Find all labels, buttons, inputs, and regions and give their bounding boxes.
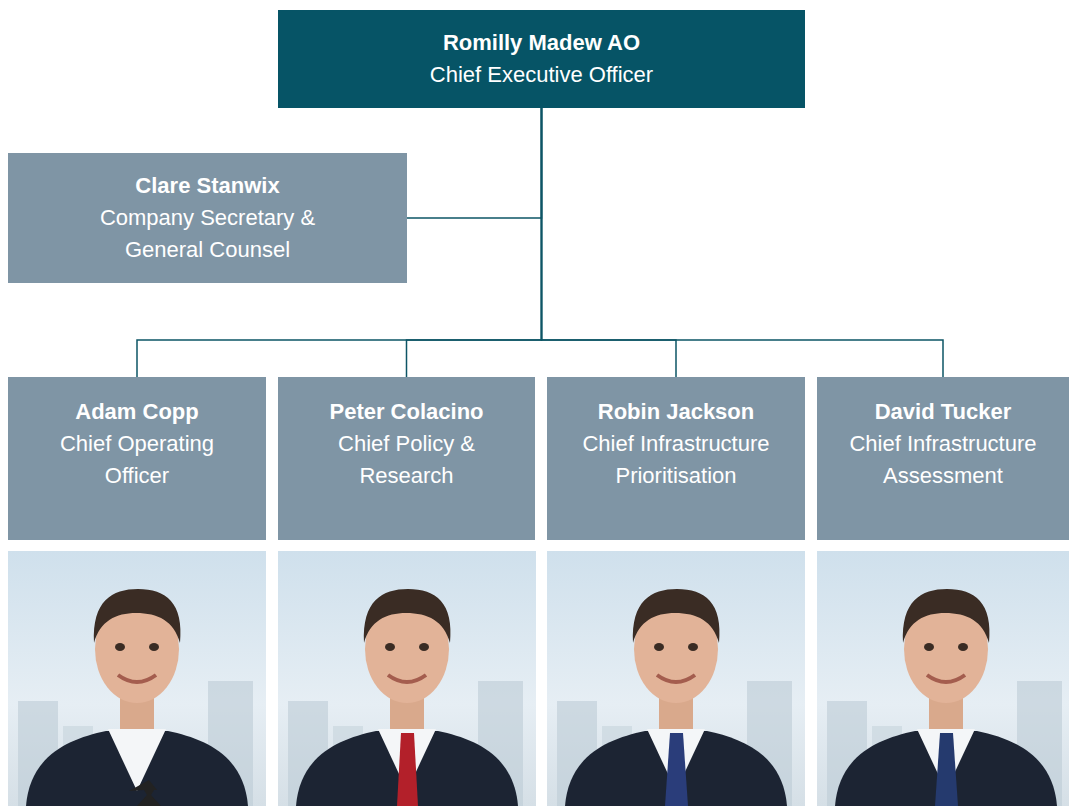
person-name: Adam Copp (75, 396, 198, 428)
secretary-box: Clare StanwixCompany Secretary & General… (8, 153, 407, 283)
executive-role-box: David TuckerChief Infrastructure Assessm… (817, 377, 1069, 540)
reporting-line (407, 108, 542, 377)
tie (397, 733, 418, 806)
reporting-line (542, 108, 677, 377)
role-title: Company Secretary & General Counsel (58, 202, 357, 266)
reporting-line (407, 108, 542, 218)
person-name: David Tucker (875, 396, 1012, 428)
executive-role-box: Adam CoppChief Operating Officer (8, 377, 266, 540)
role-title: Chief Infrastructure Assessment (847, 428, 1039, 492)
role-title: Chief Executive Officer (430, 59, 653, 91)
executive-box: Romilly Madew AOChief Executive Officer (278, 10, 805, 108)
portrait (8, 551, 266, 806)
reporting-line (542, 108, 944, 377)
role-title: Chief Policy & Research (308, 428, 505, 492)
tie (935, 733, 958, 806)
portrait (817, 551, 1069, 806)
portrait (278, 551, 536, 806)
executive-role-box: Peter ColacinoChief Policy & Research (278, 377, 535, 540)
portrait (547, 551, 805, 806)
person-name: Peter Colacino (329, 396, 483, 428)
tie (665, 733, 688, 806)
tie (129, 780, 161, 806)
person-name: Robin Jackson (598, 396, 754, 428)
executive-role-box: Robin JacksonChief Infrastructure Priori… (547, 377, 805, 540)
person-name: Clare Stanwix (135, 170, 279, 202)
person-name: Romilly Madew AO (443, 27, 640, 59)
role-title: Chief Operating Officer (38, 428, 236, 492)
role-title: Chief Infrastructure Prioritisation (577, 428, 775, 492)
